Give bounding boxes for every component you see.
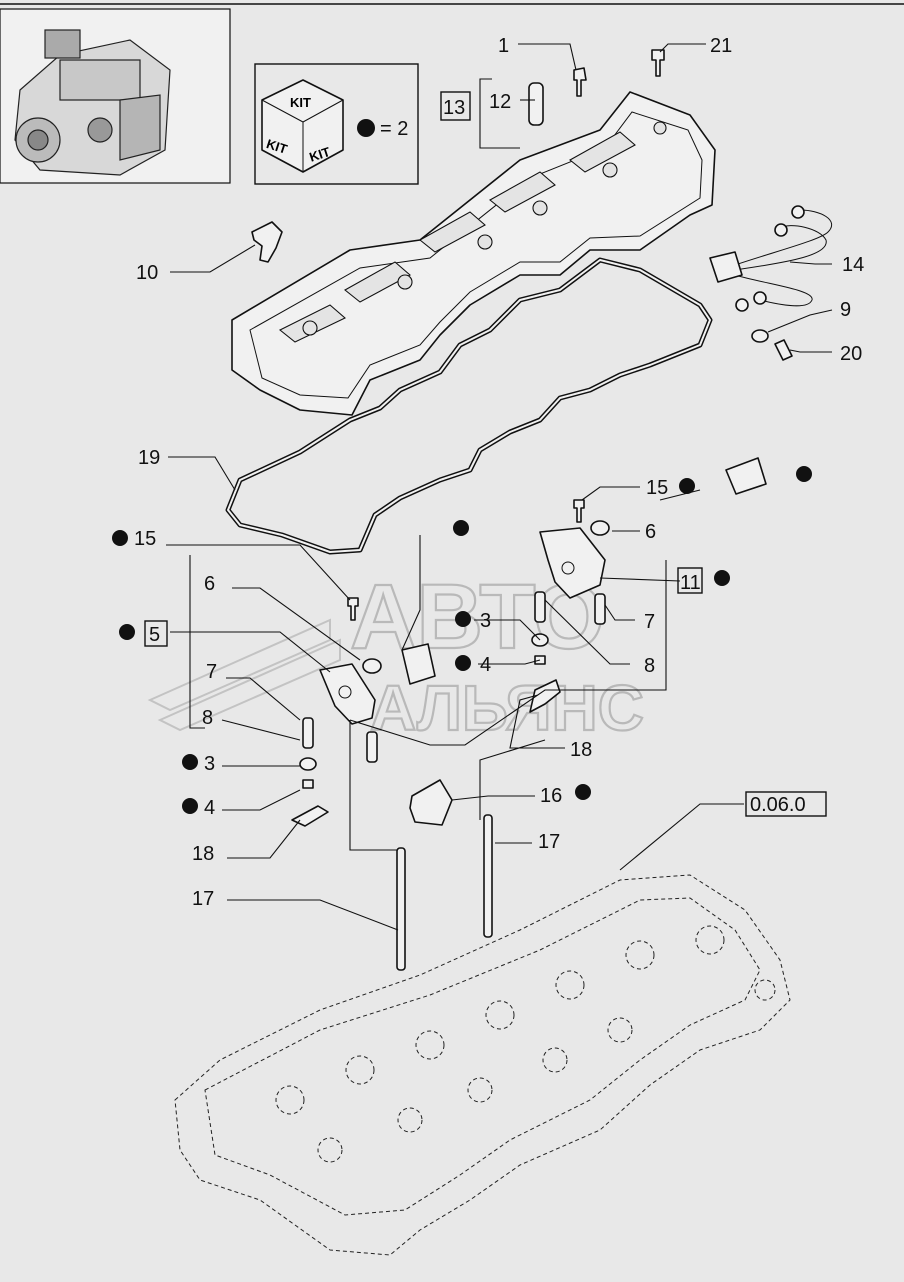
kit-dot-icon bbox=[575, 784, 591, 800]
label-box-5 bbox=[144, 620, 168, 647]
engine-thumbnail bbox=[0, 8, 231, 184]
callout-15b: 15 bbox=[134, 528, 156, 550]
kit-dot-icon bbox=[182, 754, 198, 770]
valve-cover bbox=[231, 91, 716, 416]
callout-17b: 17 bbox=[192, 888, 214, 910]
callout-19: 19 bbox=[138, 447, 160, 469]
callouts: 1 21 12 13 10 14 9 20 19 15 6 11 7 8 3 4… bbox=[134, 35, 864, 910]
kit-label-top: KIT bbox=[290, 95, 311, 110]
kit-legend: KIT KIT KIT = 2 bbox=[254, 63, 419, 185]
rocker-assembly-right bbox=[401, 457, 767, 713]
rocker-assembly-left bbox=[291, 597, 382, 827]
callout-3a: 3 bbox=[480, 610, 491, 632]
kit-label-left: KIT bbox=[265, 136, 290, 157]
bridge-part bbox=[409, 779, 453, 826]
clip-part bbox=[251, 221, 283, 263]
kit-dot-icon bbox=[119, 624, 135, 640]
bolt-21-part bbox=[651, 49, 665, 77]
leader-lines bbox=[166, 43, 833, 931]
label-box-13 bbox=[440, 91, 471, 121]
kit-markers bbox=[112, 466, 812, 814]
washer-part bbox=[751, 329, 769, 343]
ref-label: 0.06.0 bbox=[750, 794, 806, 816]
callout-15a: 15 bbox=[646, 477, 668, 499]
callout-20: 20 bbox=[840, 343, 862, 365]
callout-1: 1 bbox=[498, 35, 509, 57]
kit-dot-icon bbox=[455, 611, 471, 627]
kit-dot-icon bbox=[679, 478, 695, 494]
tube-part bbox=[528, 82, 544, 126]
kit-dot-icon bbox=[714, 570, 730, 586]
kit-label-right: KIT bbox=[307, 144, 332, 165]
callout-6b: 6 bbox=[204, 573, 215, 595]
kit-dot-icon bbox=[796, 466, 812, 482]
callout-3b: 3 bbox=[204, 753, 215, 775]
callout-7b: 7 bbox=[206, 661, 217, 683]
cylinder-head-outline bbox=[174, 874, 791, 1256]
callout-8a: 8 bbox=[644, 655, 655, 677]
label-box-11 bbox=[677, 567, 703, 594]
callout-11: 11 bbox=[680, 572, 701, 594]
kit-bullet-icon bbox=[357, 119, 375, 137]
kit-dot-icon bbox=[112, 530, 128, 546]
wiring-harness bbox=[709, 205, 832, 312]
callout-10: 10 bbox=[136, 262, 158, 284]
callout-18b: 18 bbox=[192, 843, 214, 865]
valve-cover-gasket bbox=[225, 257, 713, 555]
callout-16: 16 bbox=[540, 785, 562, 807]
callout-9: 9 bbox=[840, 299, 851, 321]
callout-7a: 7 bbox=[644, 611, 655, 633]
callout-4b: 4 bbox=[204, 797, 215, 819]
callout-5: 5 bbox=[149, 624, 160, 646]
callout-4a: 4 bbox=[480, 654, 491, 676]
callout-14: 14 bbox=[842, 254, 864, 276]
kit-dot-icon bbox=[453, 520, 469, 536]
callout-8b: 8 bbox=[202, 707, 213, 729]
callout-21: 21 bbox=[710, 35, 732, 57]
kit-dot-icon bbox=[455, 655, 471, 671]
callout-18a: 18 bbox=[570, 739, 592, 761]
bolt-1-part bbox=[573, 67, 587, 97]
push-rod-right bbox=[483, 814, 493, 938]
kit-legend-text: = 2 bbox=[380, 118, 408, 140]
ref-box bbox=[745, 791, 827, 817]
kit-legend-box bbox=[254, 63, 419, 185]
callout-13: 13 bbox=[443, 97, 465, 119]
kit-dot-icon bbox=[182, 798, 198, 814]
callout-17a: 17 bbox=[538, 831, 560, 853]
callout-12: 12 bbox=[489, 91, 511, 113]
push-rod-left bbox=[396, 847, 406, 971]
callout-6a: 6 bbox=[645, 521, 656, 543]
watermark-line2: АЛЬЯНС bbox=[370, 672, 644, 744]
screw-part bbox=[774, 339, 793, 361]
